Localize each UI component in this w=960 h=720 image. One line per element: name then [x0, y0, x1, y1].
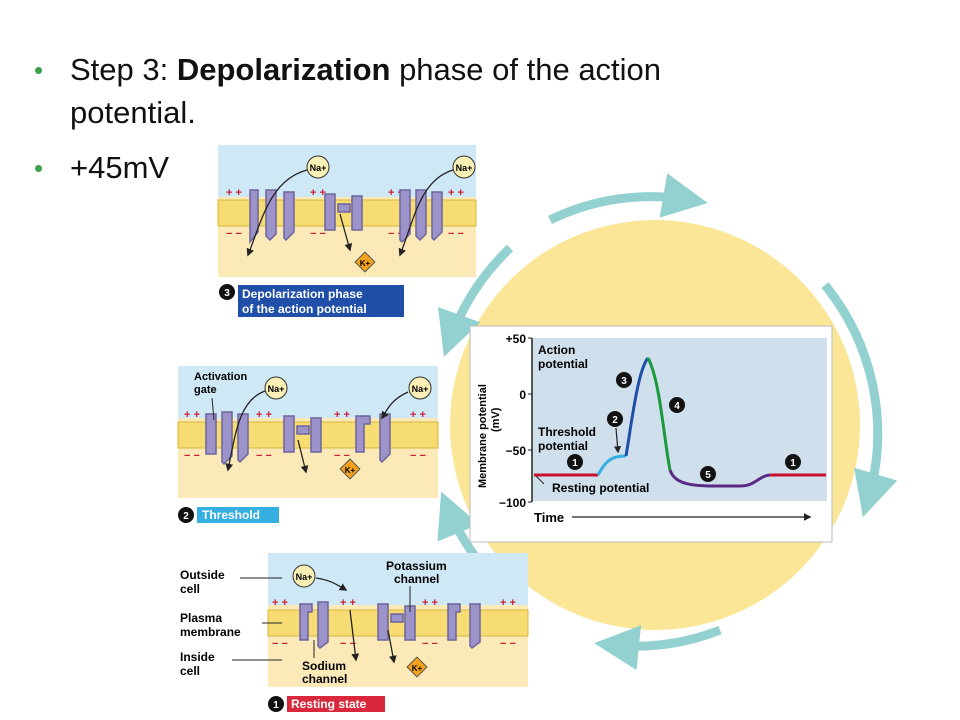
graph-marker-3: 3	[621, 376, 627, 387]
ion-na-icon	[306, 155, 476, 179]
svg-text:+ +: + +	[310, 187, 326, 199]
svg-text:+ +: + +	[334, 409, 350, 421]
svg-text:+ +: + +	[226, 187, 242, 199]
svg-text:− −: − −	[500, 638, 516, 650]
graph-step-markers	[567, 372, 801, 482]
svg-text:+ +: + +	[272, 597, 288, 609]
bullet-step3-text: Step 3: Depolarization phase of the acti…	[70, 52, 662, 87]
bullet-dot: •	[34, 55, 44, 85]
panel2-label: Threshold	[202, 508, 260, 522]
bullet-step3-continuation: potential.	[70, 94, 196, 132]
svg-text:− −: − −	[334, 450, 350, 462]
cycle-arrow-left-top	[438, 244, 514, 357]
graph-marker-1b: 1	[790, 458, 796, 469]
plasma-membrane-label-2: membrane	[180, 625, 241, 639]
svg-text:− −: − −	[256, 450, 272, 462]
y-axis-label-2: (mV)	[490, 407, 502, 432]
svg-text:+ +: + +	[410, 409, 426, 421]
plasma-membrane-label-1: Plasma	[180, 611, 222, 625]
panel3-label-box	[238, 285, 404, 317]
svg-text:+ +: + +	[422, 597, 438, 609]
curve-hyperpolarization	[668, 469, 771, 488]
y-tick-label: +50	[506, 332, 527, 346]
action-potential-label-1: Action	[538, 343, 575, 357]
inside-cell-label-1: Inside	[180, 650, 215, 664]
outside-cell-label-2: cell	[180, 582, 200, 596]
svg-text:− −: − −	[448, 228, 464, 240]
svg-text:+ +: + +	[184, 409, 200, 421]
na-label: Na+	[412, 384, 429, 394]
resting-potential-label: Resting potential	[552, 481, 649, 495]
bullet-dot: •	[34, 153, 44, 183]
threshold-label-2: potential	[538, 439, 588, 453]
panel2-number: 2	[183, 511, 189, 522]
panel3-label-line2: of the action potential	[242, 302, 367, 316]
svg-text:− −: − −	[272, 638, 288, 650]
svg-text:− −: − −	[422, 638, 438, 650]
na-label: Na+	[296, 572, 313, 582]
svg-text:− −: − −	[410, 450, 426, 462]
svg-text:− −: − −	[310, 228, 326, 240]
svg-text:+ +: + +	[448, 187, 464, 199]
y-tick-label: 0	[519, 388, 526, 402]
y-axis-label-1: Membrane potential	[477, 384, 489, 488]
graph-marker-4: 4	[674, 401, 680, 412]
y-tick-label: −100	[499, 496, 526, 510]
graph-marker-1: 1	[572, 458, 578, 469]
panel1-label: Resting state	[291, 697, 367, 711]
curve-threshold	[596, 454, 627, 476]
na-label: Na+	[456, 163, 473, 173]
k-label: K+	[345, 466, 356, 475]
svg-text:+ +: + +	[500, 597, 516, 609]
panel1-number: 1	[273, 700, 279, 711]
cycle-arrow-top	[548, 173, 708, 225]
outside-cell-label-1: Outside	[180, 568, 225, 582]
panel1-label-box	[287, 696, 385, 712]
x-axis-label: Time	[534, 510, 564, 525]
svg-text:− −: − −	[340, 638, 356, 650]
k-label: K+	[412, 664, 423, 673]
y-tick-label: −50	[506, 444, 527, 458]
inside-cell-label-2: cell	[180, 664, 200, 678]
activation-gate-label-2: gate	[194, 384, 217, 396]
svg-text:− −: − −	[184, 450, 200, 462]
svg-text:+ +: + +	[256, 409, 272, 421]
panel-threshold: + + + + + + + + − − − − − − − − Activation gat…	[177, 366, 439, 523]
panel3-label-line1: Depolarization phase	[242, 287, 363, 301]
na-label: Na+	[268, 384, 285, 394]
panel-depolarization: + ++ ++ ++ + − −− −− −− − Na+ Na+ K+ 3 D…	[217, 145, 477, 317]
ion-k-icon	[354, 251, 376, 273]
curve-repolarization	[646, 357, 672, 471]
potassium-channel-label-1: Potassium	[386, 559, 447, 573]
sodium-channel-label-2: channel	[302, 672, 347, 686]
membrane-potential-graph: +50 0 −50 −100 Membrane potential (mV) T…	[469, 325, 833, 543]
svg-text:+ +: + +	[340, 597, 356, 609]
panel-resting: + + + + + + + + − − − − − − − − Na+ K+ Potassi…	[180, 553, 529, 712]
cycle-arrow-bottom	[594, 625, 722, 671]
curve-depolarization	[624, 357, 650, 457]
action-potential-label-2: potential	[538, 357, 588, 371]
bullet-voltage-text: +45mV	[70, 150, 170, 185]
threshold-label-1: Threshold	[538, 425, 596, 439]
bullet-step3-cont-text: potential.	[70, 95, 196, 130]
graph-marker-2: 2	[612, 415, 618, 426]
panel3-number: 3	[224, 288, 230, 299]
sodium-channel-label-1: Sodium	[302, 659, 346, 673]
activation-gate-label-1: Activation	[194, 371, 247, 383]
svg-text:− −: − −	[226, 228, 242, 240]
na-label: Na+	[310, 163, 327, 173]
k-label: K+	[360, 259, 371, 268]
bullet-step3-bold: Depolarization	[176, 52, 391, 87]
panel2-label-box	[197, 507, 279, 523]
potassium-channel-label-2: channel	[394, 572, 439, 586]
membrane-proteins	[249, 189, 443, 245]
graph-marker-5: 5	[705, 470, 711, 481]
cycle-arrow-right	[821, 282, 898, 518]
